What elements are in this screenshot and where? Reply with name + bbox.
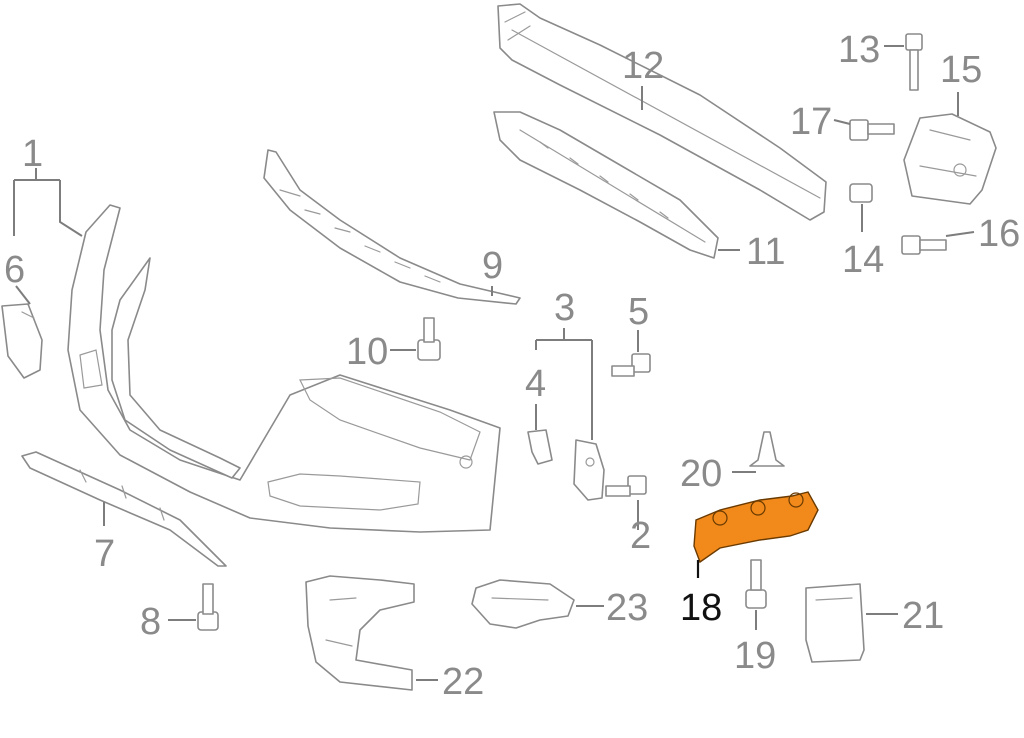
callout-4: 4: [525, 363, 546, 405]
tow-hook-cover: [1, 303, 43, 379]
callout-3: 3: [554, 287, 575, 329]
callout-2: 2: [630, 515, 651, 557]
callout-17: 17: [790, 101, 832, 143]
retainer-clip: [471, 579, 575, 629]
bolt-19: [745, 559, 767, 609]
callout-12: 12: [622, 45, 664, 87]
lower-spoiler-strip: [21, 451, 227, 567]
bolt-2: [605, 475, 647, 497]
callout-23: 23: [606, 587, 648, 629]
mount-bracket: [903, 113, 997, 205]
bumper-cover: [67, 204, 501, 533]
nut-14: [849, 183, 873, 203]
bolt-5: [611, 353, 651, 377]
callout-13: 13: [838, 29, 880, 71]
guide-bracket-highlighted: [693, 491, 819, 564]
callout-6: 6: [4, 249, 25, 291]
callout-7: 7: [94, 533, 115, 575]
callout-22: 22: [442, 661, 484, 703]
callout-8: 8: [140, 601, 161, 643]
impact-bar-carrier: [493, 111, 719, 259]
repair-kit: [805, 583, 865, 663]
callout-21: 21: [902, 595, 944, 637]
callout-19: 19: [734, 635, 776, 677]
callout-labels: 1 2 3 4 5 6 7 8 9 10 11 12 13 14 15 16 1…: [4, 29, 1020, 703]
bolt-13: [905, 33, 923, 91]
bolt-8: [197, 583, 219, 631]
energy-absorber: [263, 149, 521, 305]
callout-14: 14: [842, 239, 884, 281]
callout-18: 18: [680, 587, 722, 629]
leader-lines: [13, 45, 975, 681]
side-bracket-right: [573, 439, 605, 501]
push-clip-20: [749, 431, 785, 467]
side-bracket-left: [527, 429, 553, 465]
callout-20: 20: [680, 453, 722, 495]
bolt-10: [417, 317, 441, 361]
callout-10: 10: [346, 331, 388, 373]
callout-5: 5: [628, 291, 649, 333]
callout-9: 9: [482, 245, 503, 287]
callout-1: 1: [22, 133, 43, 175]
callout-15: 15: [940, 49, 982, 91]
reinforcement-bar: [497, 3, 827, 221]
bolt-17: [849, 119, 895, 141]
wheel-arch-trim: [305, 575, 415, 691]
bolt-16: [901, 235, 947, 255]
callout-16: 16: [978, 213, 1020, 255]
callout-11: 11: [746, 231, 785, 273]
